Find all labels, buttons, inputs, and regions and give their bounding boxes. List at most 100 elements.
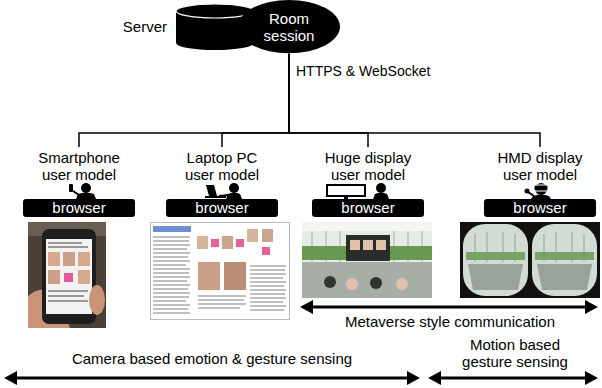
model-heading: Laptop PC user model <box>174 149 270 183</box>
doc-mark <box>262 247 270 255</box>
doc-header <box>153 226 191 232</box>
browser-label: browser <box>513 199 566 217</box>
range-head <box>300 300 313 314</box>
screen-face <box>350 240 360 250</box>
screen-face <box>376 240 386 250</box>
hmd-greenery <box>466 252 525 260</box>
network-connector <box>289 54 540 147</box>
icon-head <box>81 183 91 193</box>
doc-text-lines <box>198 266 286 310</box>
range-head <box>407 371 420 385</box>
screen-face <box>63 252 75 266</box>
metaverse-screenshot <box>302 222 432 298</box>
photo-screen <box>46 239 92 314</box>
node-label: Room session <box>264 10 315 44</box>
icon-space <box>484 183 596 199</box>
range-head <box>585 300 598 314</box>
range-label: Camera based emotion & gesture sensing <box>47 350 377 367</box>
hmd-greenery <box>535 252 594 260</box>
screen-face <box>78 270 90 284</box>
range-line <box>310 306 588 309</box>
icon-head <box>376 183 386 193</box>
browser-bar: browser <box>484 199 596 217</box>
screen-face <box>48 252 60 266</box>
browser-label: browser <box>52 199 105 217</box>
icon-hand <box>525 189 530 194</box>
photo-phone <box>42 229 96 324</box>
room-ceiling <box>302 222 432 231</box>
avatar <box>396 278 408 290</box>
hmd-lens <box>532 224 597 296</box>
laptop-screenshot <box>151 223 290 320</box>
ellipse-text: Room session <box>264 10 315 44</box>
icon-head <box>535 183 547 195</box>
screen-line <box>48 246 88 248</box>
icon-headset <box>534 185 548 191</box>
range-head <box>4 371 17 385</box>
room-floor <box>302 262 432 298</box>
screen-mark <box>64 273 73 282</box>
doc-face <box>222 236 233 249</box>
avatar <box>370 277 382 289</box>
smartphone-photo <box>28 222 106 328</box>
doc-mark <box>236 239 244 247</box>
range-head <box>428 371 441 385</box>
icon-space <box>23 183 135 199</box>
doc-photo <box>198 262 220 290</box>
photo-ground <box>28 222 106 328</box>
icon-space <box>166 183 278 199</box>
smartphone-user-icon <box>69 183 96 199</box>
room-screen <box>346 235 390 261</box>
hmd-view <box>460 222 600 298</box>
hmd-user-icon <box>525 183 552 199</box>
icon-phone <box>69 184 73 192</box>
photo-thumb <box>89 285 105 315</box>
range-line <box>438 377 588 380</box>
network-connector <box>79 54 289 147</box>
user-model: Smartphone user model browser <box>23 147 135 217</box>
doc-text-lines <box>153 237 190 313</box>
icon-laptop-screen <box>206 185 217 196</box>
hmd-floor <box>468 264 523 290</box>
browser-label: browser <box>341 199 394 217</box>
hmd-floor <box>537 264 592 290</box>
range-head <box>585 371 598 385</box>
cylinder-bottom <box>176 36 254 50</box>
room-ground <box>302 222 432 298</box>
icon-monitor <box>327 185 365 196</box>
doc-mark <box>211 239 219 247</box>
node-label: Server <box>123 18 167 36</box>
session-ellipse: Room session <box>238 0 340 53</box>
icon-space <box>312 183 424 199</box>
camera-range-arrow <box>4 371 420 385</box>
range-label: Motion based gesture sensing <box>455 336 575 370</box>
screen-line <box>48 295 84 297</box>
icon-arm <box>73 191 79 195</box>
avatar <box>324 276 336 288</box>
user-model: HMD display user model browser <box>484 147 596 217</box>
network-connector <box>222 54 289 147</box>
model-heading: HMD display user model <box>492 149 588 183</box>
metaverse-range-arrow <box>300 300 598 314</box>
browser-bar: browser <box>23 199 135 217</box>
doc-face <box>262 229 273 242</box>
screen-face <box>48 270 60 284</box>
doc-photo <box>224 262 246 290</box>
model-heading: Huge display user model <box>320 149 416 183</box>
laptop-user-icon <box>205 183 242 199</box>
screen-face <box>363 240 373 250</box>
hmd-lens <box>463 224 528 296</box>
display-user-icon <box>327 183 389 199</box>
ellipse-fill <box>238 0 340 53</box>
doc-face <box>247 229 258 242</box>
model-heading: Smartphone user model <box>31 149 127 183</box>
range-label: Metaverse style communication <box>315 313 585 330</box>
browser-label: browser <box>195 199 248 217</box>
icon-laptop-base <box>205 196 226 198</box>
motion-range-arrow <box>428 371 598 385</box>
screen-line <box>48 242 82 244</box>
range-line <box>14 377 410 380</box>
doc-face <box>197 236 208 249</box>
browser-bar: browser <box>312 199 424 217</box>
